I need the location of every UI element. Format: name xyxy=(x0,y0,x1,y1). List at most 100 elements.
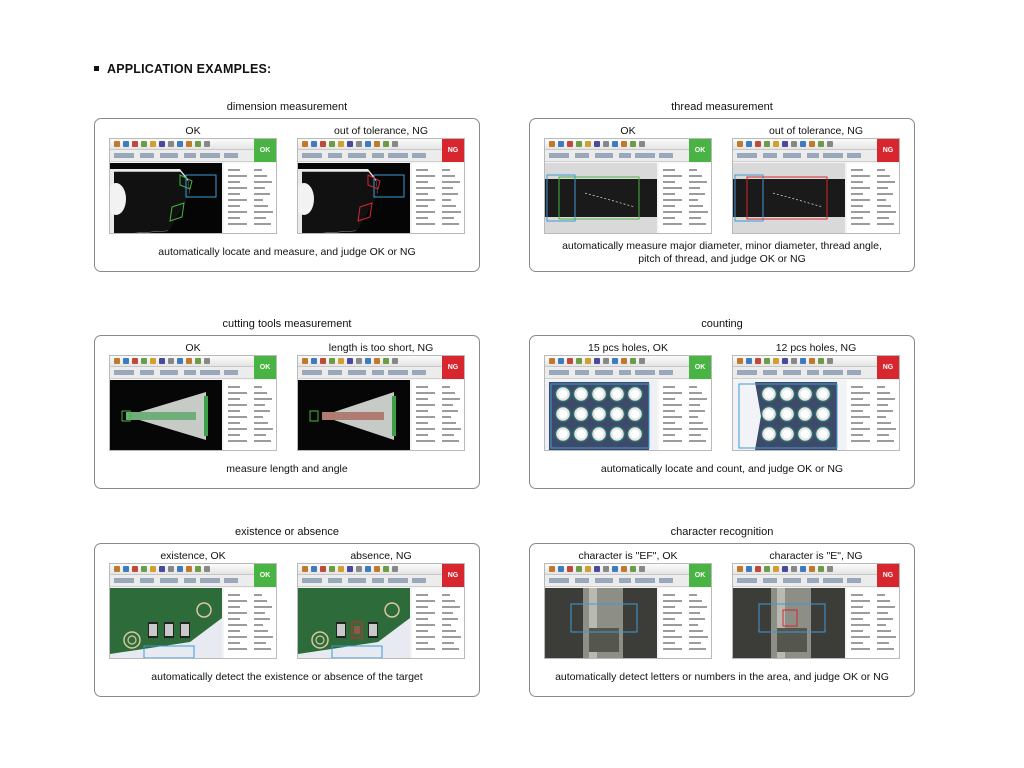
toolbar-icon[interactable] xyxy=(114,358,120,364)
toolbar-icon[interactable] xyxy=(746,358,752,364)
toolbar-icon[interactable] xyxy=(159,566,165,572)
toolbar-icon[interactable] xyxy=(791,566,797,572)
toolbar-icon[interactable] xyxy=(594,566,600,572)
toolbar-icon[interactable] xyxy=(177,566,183,572)
toolbar-icon[interactable] xyxy=(132,358,138,364)
toolbar-icon[interactable] xyxy=(818,141,824,147)
toolbar-icon[interactable] xyxy=(329,566,335,572)
toolbar-icon[interactable] xyxy=(782,141,788,147)
toolbar-icon[interactable] xyxy=(383,566,389,572)
toolbar-icon[interactable] xyxy=(114,141,120,147)
toolbar-icon[interactable] xyxy=(374,141,380,147)
toolbar-icon[interactable] xyxy=(630,358,636,364)
toolbar-icon[interactable] xyxy=(329,358,335,364)
toolbar-icon[interactable] xyxy=(773,358,779,364)
toolbar-icon[interactable] xyxy=(773,566,779,572)
toolbar-icon[interactable] xyxy=(612,141,618,147)
toolbar-icon[interactable] xyxy=(630,566,636,572)
toolbar-icon[interactable] xyxy=(809,358,815,364)
toolbar-icon[interactable] xyxy=(576,566,582,572)
toolbar-icon[interactable] xyxy=(383,141,389,147)
toolbar-icon[interactable] xyxy=(347,566,353,572)
toolbar-icon[interactable] xyxy=(737,141,743,147)
toolbar-icon[interactable] xyxy=(392,358,398,364)
toolbar-icon[interactable] xyxy=(755,566,761,572)
toolbar-icon[interactable] xyxy=(374,566,380,572)
toolbar-icon[interactable] xyxy=(114,566,120,572)
toolbar-icon[interactable] xyxy=(746,141,752,147)
toolbar-icon[interactable] xyxy=(186,566,192,572)
toolbar-icon[interactable] xyxy=(311,141,317,147)
toolbar-icon[interactable] xyxy=(576,141,582,147)
toolbar-icon[interactable] xyxy=(392,566,398,572)
toolbar-icon[interactable] xyxy=(195,141,201,147)
toolbar-icon[interactable] xyxy=(168,141,174,147)
toolbar-icon[interactable] xyxy=(150,358,156,364)
toolbar-icon[interactable] xyxy=(773,141,779,147)
toolbar-icon[interactable] xyxy=(746,566,752,572)
toolbar-icon[interactable] xyxy=(204,566,210,572)
toolbar-icon[interactable] xyxy=(791,358,797,364)
toolbar-icon[interactable] xyxy=(159,141,165,147)
toolbar-icon[interactable] xyxy=(639,566,645,572)
toolbar-icon[interactable] xyxy=(311,566,317,572)
toolbar-icon[interactable] xyxy=(621,141,627,147)
toolbar-icon[interactable] xyxy=(558,141,564,147)
toolbar-icon[interactable] xyxy=(585,358,591,364)
toolbar-icon[interactable] xyxy=(818,566,824,572)
toolbar-icon[interactable] xyxy=(549,141,555,147)
toolbar-icon[interactable] xyxy=(612,358,618,364)
toolbar-icon[interactable] xyxy=(630,141,636,147)
toolbar-icon[interactable] xyxy=(356,358,362,364)
toolbar-icon[interactable] xyxy=(603,141,609,147)
toolbar-icon[interactable] xyxy=(311,358,317,364)
toolbar-icon[interactable] xyxy=(621,358,627,364)
toolbar-icon[interactable] xyxy=(585,141,591,147)
toolbar-icon[interactable] xyxy=(374,358,380,364)
toolbar-icon[interactable] xyxy=(567,141,573,147)
toolbar-icon[interactable] xyxy=(159,358,165,364)
toolbar-icon[interactable] xyxy=(585,566,591,572)
toolbar-icon[interactable] xyxy=(782,358,788,364)
toolbar-icon[interactable] xyxy=(567,358,573,364)
toolbar-icon[interactable] xyxy=(356,566,362,572)
toolbar-icon[interactable] xyxy=(365,566,371,572)
toolbar-icon[interactable] xyxy=(338,358,344,364)
toolbar-icon[interactable] xyxy=(764,358,770,364)
toolbar-icon[interactable] xyxy=(186,141,192,147)
toolbar-icon[interactable] xyxy=(827,358,833,364)
toolbar-icon[interactable] xyxy=(603,358,609,364)
toolbar-icon[interactable] xyxy=(320,566,326,572)
toolbar-icon[interactable] xyxy=(302,358,308,364)
toolbar-icon[interactable] xyxy=(365,141,371,147)
toolbar-icon[interactable] xyxy=(755,141,761,147)
toolbar-icon[interactable] xyxy=(347,141,353,147)
toolbar-icon[interactable] xyxy=(639,141,645,147)
toolbar-icon[interactable] xyxy=(594,141,600,147)
toolbar-icon[interactable] xyxy=(365,358,371,364)
toolbar-icon[interactable] xyxy=(827,566,833,572)
toolbar-icon[interactable] xyxy=(737,566,743,572)
toolbar-icon[interactable] xyxy=(150,566,156,572)
toolbar-icon[interactable] xyxy=(782,566,788,572)
toolbar-icon[interactable] xyxy=(818,358,824,364)
toolbar-icon[interactable] xyxy=(576,358,582,364)
toolbar-icon[interactable] xyxy=(186,358,192,364)
toolbar-icon[interactable] xyxy=(195,358,201,364)
toolbar-icon[interactable] xyxy=(800,566,806,572)
toolbar-icon[interactable] xyxy=(347,358,353,364)
toolbar-icon[interactable] xyxy=(195,566,201,572)
toolbar-icon[interactable] xyxy=(755,358,761,364)
toolbar-icon[interactable] xyxy=(302,141,308,147)
toolbar-icon[interactable] xyxy=(558,566,564,572)
toolbar-icon[interactable] xyxy=(150,141,156,147)
toolbar-icon[interactable] xyxy=(383,358,389,364)
toolbar-icon[interactable] xyxy=(612,566,618,572)
toolbar-icon[interactable] xyxy=(737,358,743,364)
toolbar-icon[interactable] xyxy=(320,141,326,147)
toolbar-icon[interactable] xyxy=(204,358,210,364)
toolbar-icon[interactable] xyxy=(177,141,183,147)
toolbar-icon[interactable] xyxy=(320,358,326,364)
toolbar-icon[interactable] xyxy=(204,141,210,147)
toolbar-icon[interactable] xyxy=(177,358,183,364)
